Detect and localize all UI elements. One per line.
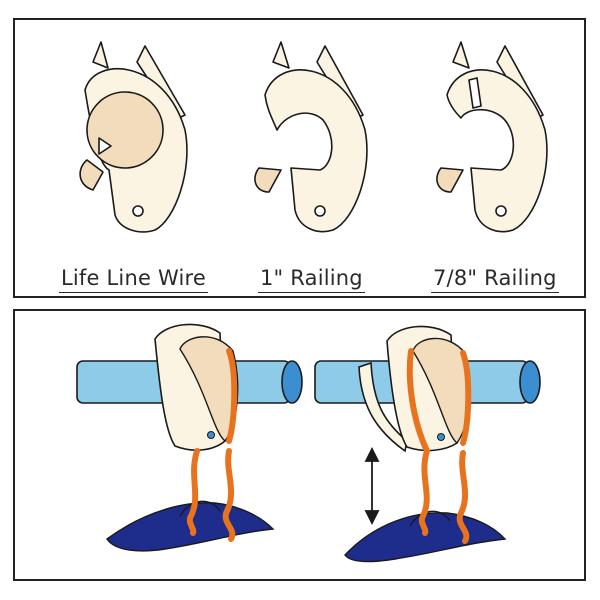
clip-1in-railing	[254, 41, 368, 233]
clip-life-line-wire	[79, 41, 188, 233]
clip-usage-panel	[13, 309, 586, 581]
clip-7-8in-railing	[436, 41, 548, 233]
rope-right	[222, 348, 238, 542]
rope-left	[186, 448, 200, 536]
up-down-arrow-icon	[364, 446, 380, 526]
caption-7-8in-railing: 7/8" Railing	[431, 265, 559, 293]
fabric-strap-right	[344, 512, 507, 563]
caption-1in-railing: 1" Railing	[258, 265, 365, 293]
scene-clip-closed-on-rail	[76, 323, 303, 552]
scene-clip-open-on-rail	[314, 325, 541, 563]
rope-right-2	[456, 350, 472, 544]
rope-left-2	[406, 348, 431, 536]
clip-fit-diagram-panel: Life Line Wire 1" Railing 7/8" Railing	[13, 18, 586, 298]
caption-life-line-wire: Life Line Wire	[59, 265, 208, 293]
clip-usage-illustration	[76, 323, 541, 563]
clip-profiles-illustration	[79, 41, 548, 233]
